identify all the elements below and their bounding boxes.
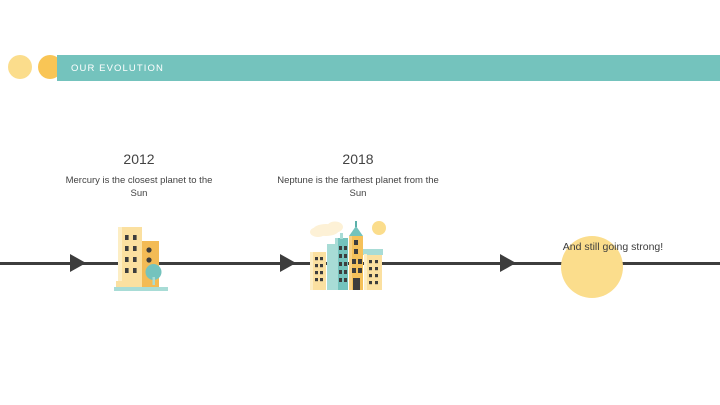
illustration-city-skyline (308, 216, 394, 294)
timeline-arrow-3-icon (500, 254, 516, 272)
milestone-1-year: 2012 (123, 151, 155, 167)
header-bar: OUR EVOLUTION (57, 55, 720, 81)
milestone-1: 2012 Mercury is the closest planet to th… (64, 152, 214, 201)
milestone-2: 2018 Neptune is the farthest planet from… (275, 152, 441, 201)
timeline-arrow-2-icon (280, 254, 296, 272)
decorative-dot-light-icon (8, 55, 32, 79)
page-title: OUR EVOLUTION (71, 62, 164, 74)
closing-note: And still going strong! (548, 232, 678, 298)
header-decoration-dots (8, 55, 62, 79)
timeline-arrow-1-icon (70, 254, 86, 272)
milestone-2-description: Neptune is the farthest planet from the … (277, 175, 439, 199)
closing-highlight-circle (561, 236, 623, 298)
milestone-2-year: 2018 (342, 151, 374, 167)
closing-note-text: And still going strong! (562, 241, 664, 253)
milestone-1-description: Mercury is the closest planet to the Sun (65, 175, 213, 199)
illustration-two-buildings-with-tree (108, 221, 170, 293)
